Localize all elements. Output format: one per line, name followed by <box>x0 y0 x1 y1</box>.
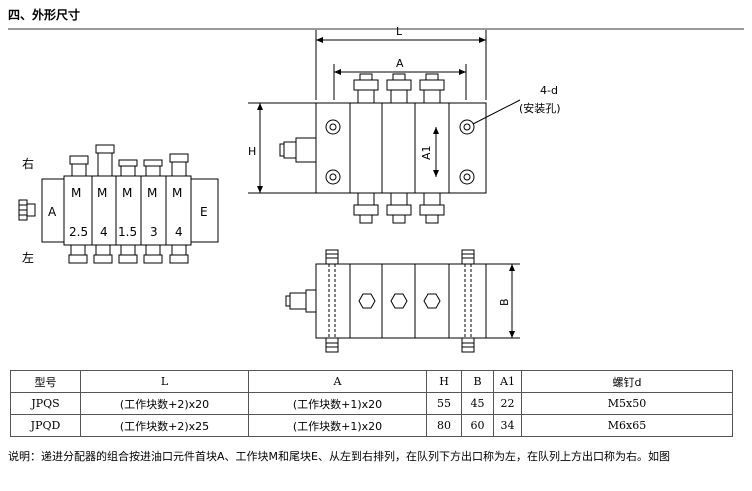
work-block-value: 4 <box>175 225 183 239</box>
dim-label-L: L <box>396 25 403 38</box>
work-block-value: 1.5 <box>118 225 137 239</box>
cell-model: JPQS <box>10 392 81 415</box>
side-label-right: 右 <box>22 156 34 171</box>
dim-label-A: A <box>396 57 404 70</box>
cell-A1: 34 <box>493 414 522 437</box>
cell-screw: M5x50 <box>521 392 733 415</box>
cell-model: JPQD <box>10 414 81 437</box>
cell-H: 55 <box>426 392 462 415</box>
bottom-outlet-fittings <box>68 244 189 264</box>
work-block-label: M <box>71 186 81 200</box>
cell-screw: M6x65 <box>521 414 733 437</box>
work-block-label: M <box>147 186 157 200</box>
cell-L: (工作块数+2)x20 <box>80 392 249 415</box>
header-cell-screw: 螺钉d <box>521 370 733 393</box>
cell-A1: 22 <box>493 392 522 415</box>
work-block-value: 4 <box>100 225 108 239</box>
header-cell-H: H <box>426 370 462 393</box>
description-note: 说明：递进分配器的组合按进油口元件首块A、工作块M和尾块E、从左到右排列，在队列… <box>8 450 670 463</box>
dim-label-H: H <box>248 145 256 158</box>
work-block-label: M <box>97 186 107 200</box>
hole-note-label: (安装孔) <box>519 101 561 115</box>
head-block-label: A <box>48 205 57 219</box>
spec-table: 型号 L A H B A1 螺钉d JPQS (工作块数+2)x20 (工作块数… <box>10 370 733 437</box>
work-block-label: M <box>172 186 182 200</box>
heading-divider <box>8 28 744 30</box>
cell-L: (工作块数+2)x25 <box>80 414 249 437</box>
cell-A: (工作块数+1)x20 <box>248 392 427 415</box>
inlet-fitting <box>18 199 36 221</box>
hole-count-label: 4-d <box>540 84 558 97</box>
cell-B: 60 <box>461 414 494 437</box>
header-cell-model: 型号 <box>10 370 81 393</box>
cell-H: 80 <box>426 414 462 437</box>
section-heading: 四、外形尺寸 <box>8 8 81 22</box>
dim-label-A1: A1 <box>420 145 433 160</box>
technical-drawing: 右 左 A E M M M M M 2.5 4 1.5 3 4 <box>18 25 561 353</box>
top-outlet-fittings <box>69 144 189 177</box>
side-label-left: 左 <box>22 250 34 265</box>
work-block-label: M <box>122 186 132 200</box>
side-view <box>285 249 520 353</box>
table-row: JPQD (工作块数+2)x25 (工作块数+1)x20 80 60 34 M6… <box>10 414 733 437</box>
cell-B: 45 <box>461 392 494 415</box>
work-block-value: 3 <box>150 225 158 239</box>
header-cell-B: B <box>461 370 494 393</box>
table-row: JPQS (工作块数+2)x20 (工作块数+1)x20 55 45 22 M5… <box>10 392 733 415</box>
tail-block-label: E <box>200 205 208 219</box>
left-schematic <box>18 144 219 264</box>
header-cell-L: L <box>80 370 249 393</box>
header-cell-A1: A1 <box>493 370 522 393</box>
header-cell-A: A <box>248 370 427 393</box>
top-view <box>248 30 521 224</box>
dim-label-B: B <box>498 298 511 306</box>
work-block-value: 2.5 <box>69 225 88 239</box>
table-header-row: 型号 L A H B A1 螺钉d <box>10 370 733 393</box>
cell-A: (工作块数+1)x20 <box>248 414 427 437</box>
